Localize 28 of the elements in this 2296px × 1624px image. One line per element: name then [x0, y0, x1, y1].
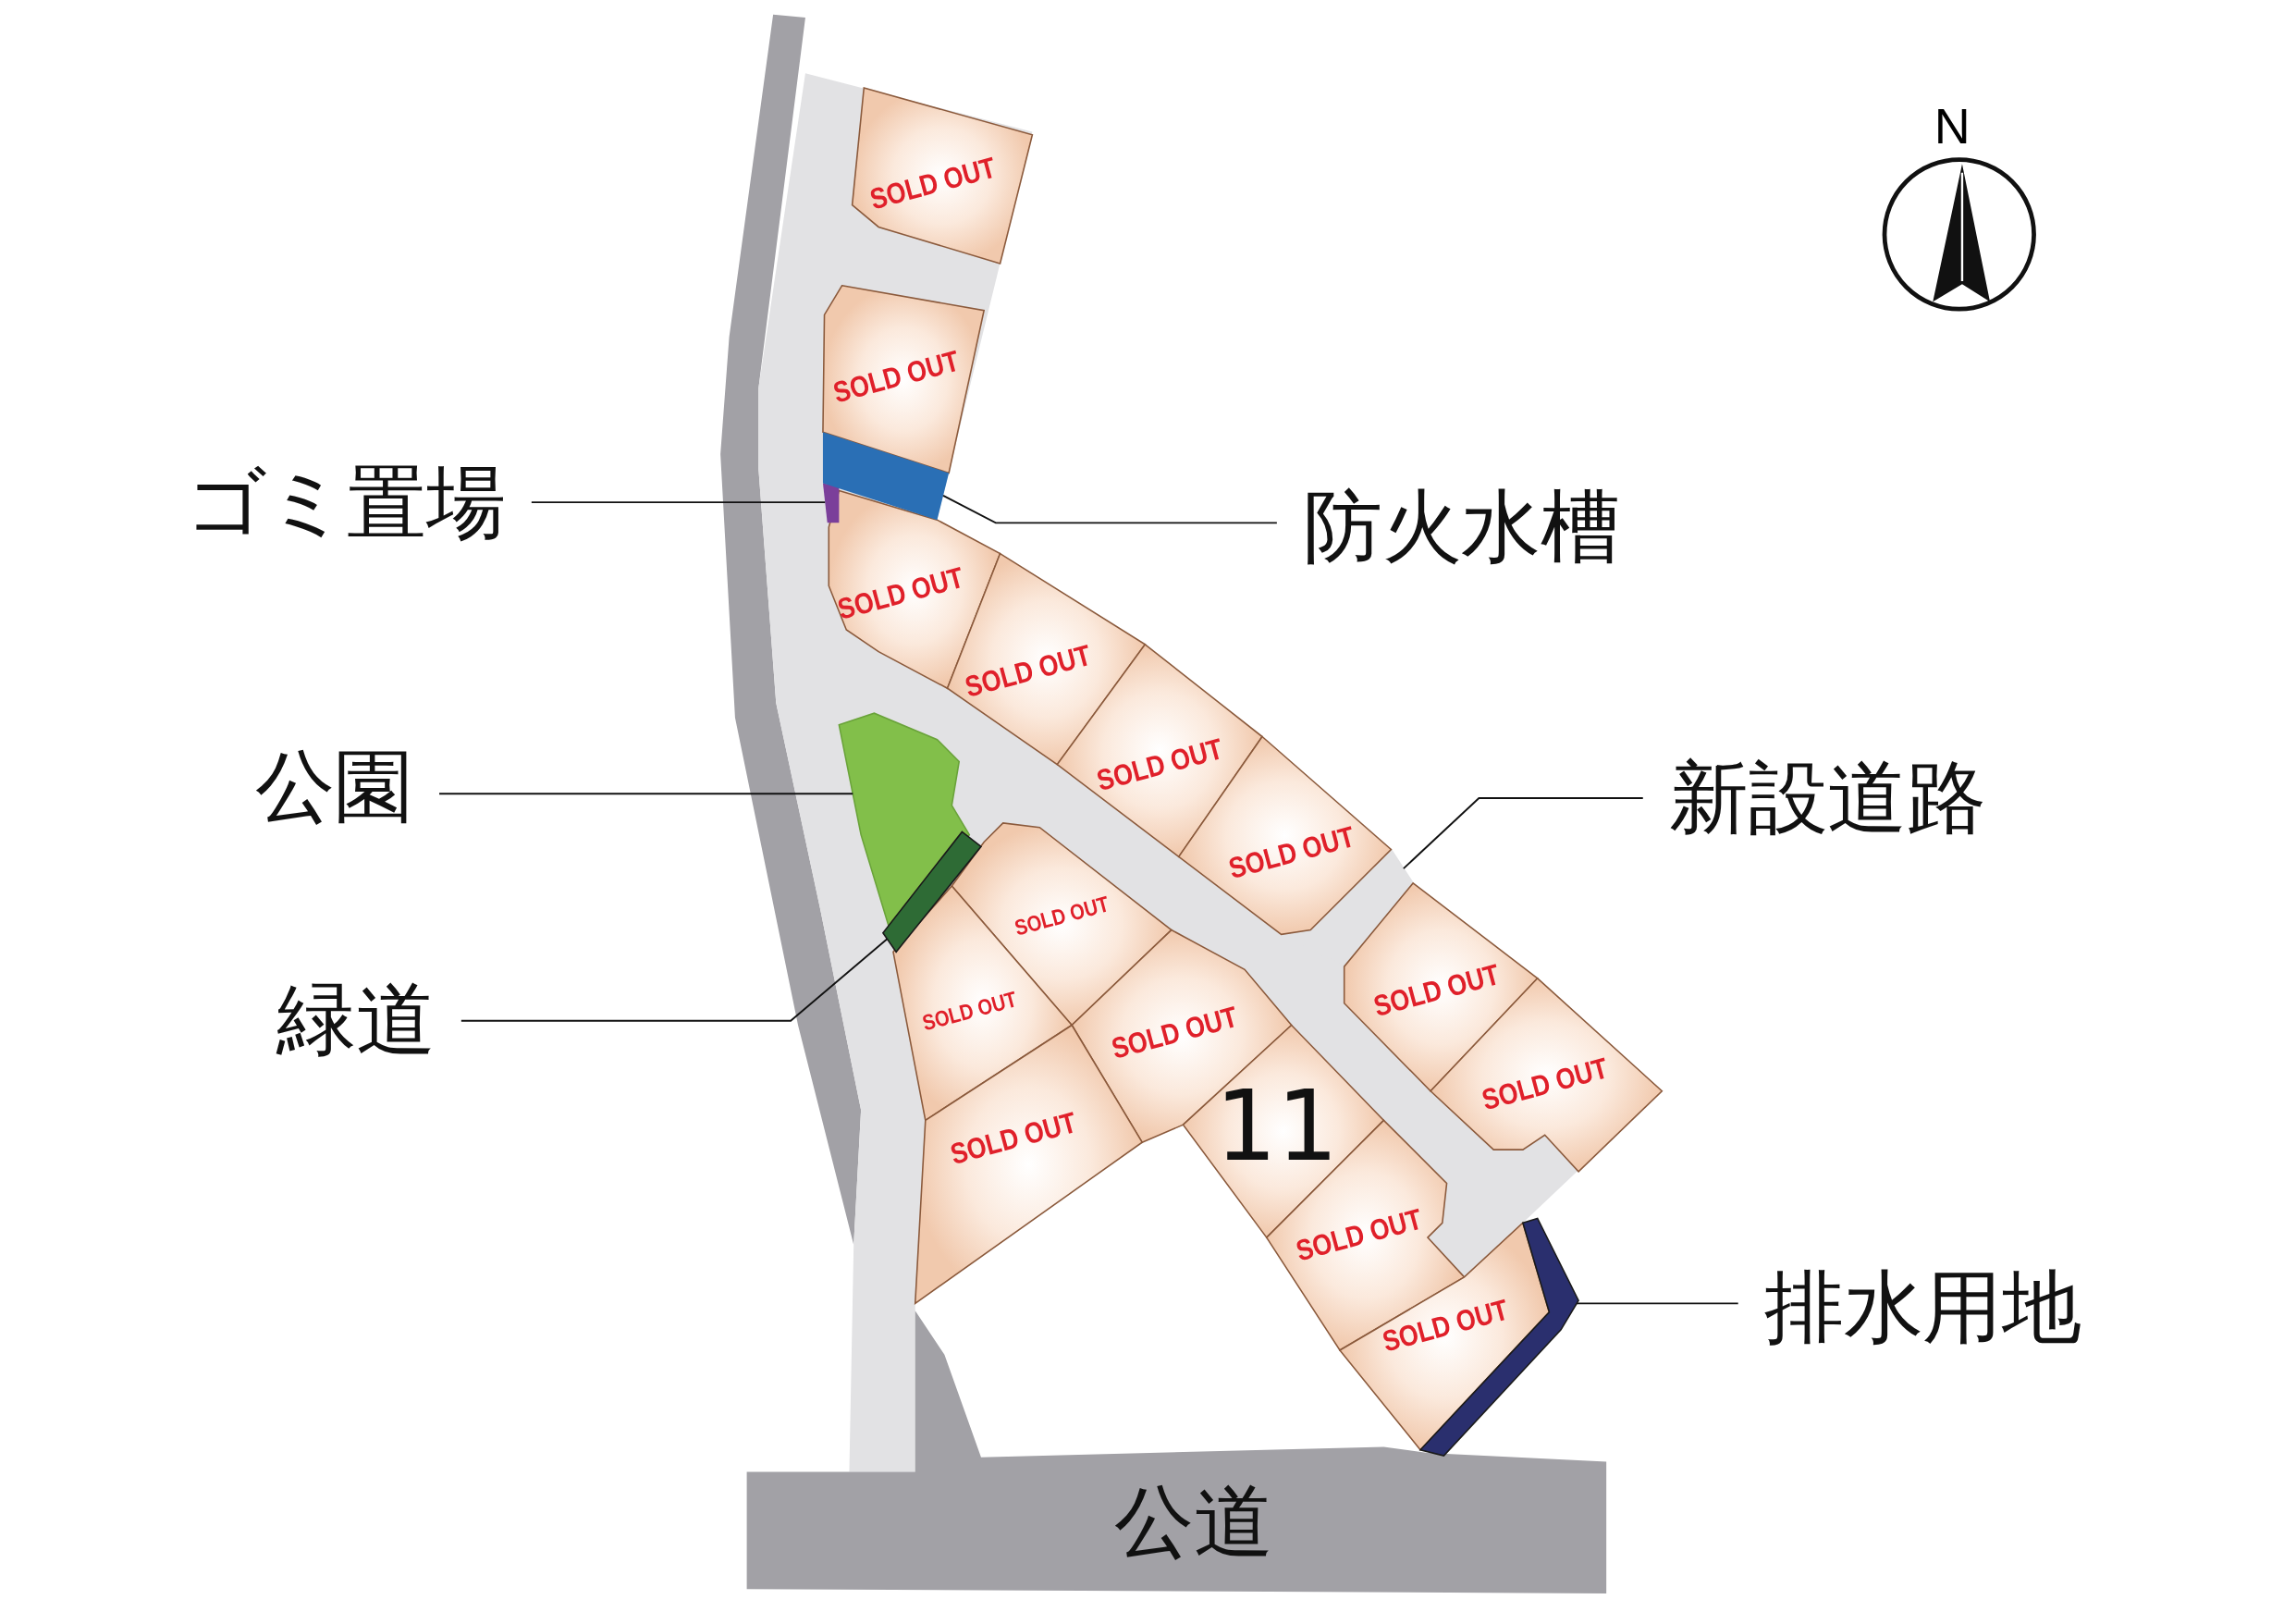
- sold-out-label: SOLD OUT: [1108, 1002, 1241, 1064]
- area-label: 防火水槽: [1303, 487, 1620, 567]
- sold-out-label: SOLD OUT: [962, 639, 1094, 702]
- area-label: 緑道: [276, 981, 436, 1061]
- sold-out-label: SOLD OUT: [829, 345, 963, 408]
- leader-line: [460, 938, 889, 1022]
- sold-out-label: SOLD OUT: [1293, 1203, 1425, 1266]
- sold-out-label: SOLD OUT: [1379, 1294, 1512, 1357]
- area-label: 新設道路: [1669, 758, 1986, 838]
- leader-line: [942, 494, 1278, 524]
- sold-out-label: SOLD OUT: [1479, 1052, 1611, 1115]
- leader-line: [438, 793, 854, 795]
- sold-out-label: SOLD OUT: [834, 562, 967, 624]
- sold-out-label: SOLD OUT: [947, 1107, 1080, 1169]
- sold-out-label: SOLD OUT: [1225, 821, 1357, 883]
- sold-out-label: SOLD OUT: [1370, 959, 1503, 1021]
- road-name: 公道: [1114, 1483, 1273, 1563]
- lot-number: 11: [1215, 1079, 1339, 1176]
- area-label: 排水用地: [1764, 1268, 2081, 1347]
- sold-out-label: SOLD OUT: [866, 152, 999, 215]
- area-label: 公園: [254, 748, 413, 828]
- sold-out-label: SOLD OUT: [1012, 892, 1111, 939]
- north-label: N: [1934, 101, 1971, 152]
- leader-line: [1402, 797, 1644, 870]
- sold-out-label: SOLD OUT: [1093, 733, 1226, 795]
- sold-out-label: SOLD OUT: [919, 987, 1019, 1034]
- area-label: ゴミ置場: [186, 464, 506, 544]
- leader-line: [1576, 1302, 1739, 1305]
